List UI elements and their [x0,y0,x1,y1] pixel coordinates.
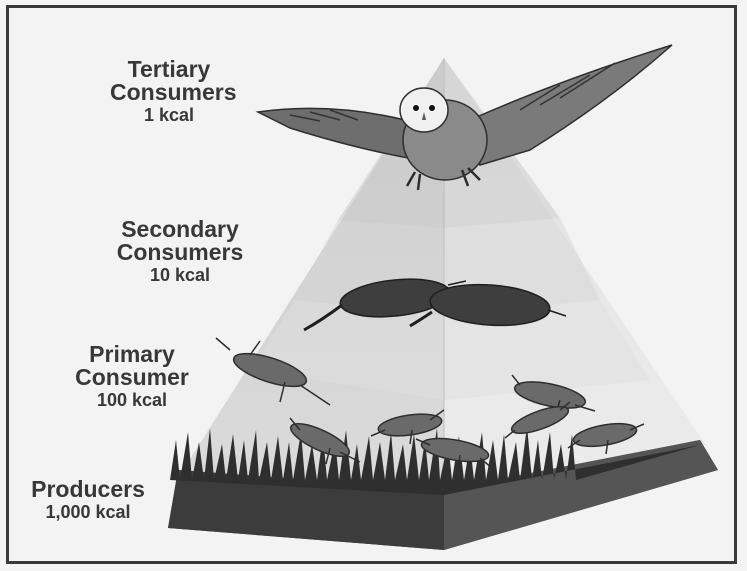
grasshopper-icon [370,409,445,445]
grasshopper-icon [504,401,571,439]
level-name-line: Secondary [121,216,239,242]
shrew-icon [409,283,567,328]
energy-value: 1 kcal [143,105,195,125]
level-label-producers: Producers 1,000 kcal [12,476,164,522]
energy-value: 1,000 kcal [45,502,131,522]
level-name-line: Producers [31,476,145,502]
primary-level-band [250,300,650,400]
level-label-primary: Primary Consumer 100 kcal [62,341,202,410]
owl-icon [255,44,673,191]
grasshopper-icon [415,437,493,472]
grasshopper-icon [215,337,331,406]
grasshopper-icon [567,422,645,455]
level-label-tertiary: Tertiary Consumers 1 kcal [110,56,237,125]
grass-icon [168,426,718,550]
energy-value: 10 kcal [149,265,211,285]
level-name-line: Consumers [116,239,244,265]
pyramid [178,58,706,500]
level-name-line: Consumers [110,79,237,105]
level-name-line: Primary [89,341,175,367]
level-name-line: Consumer [75,364,189,390]
grasshopper-icon [289,417,361,465]
grasshopper-icon [511,374,596,415]
level-name-line: Tertiary [127,56,211,82]
energy-value: 100 kcal [96,390,168,410]
level-label-secondary: Secondary Consumers 10 kcal [100,216,260,285]
